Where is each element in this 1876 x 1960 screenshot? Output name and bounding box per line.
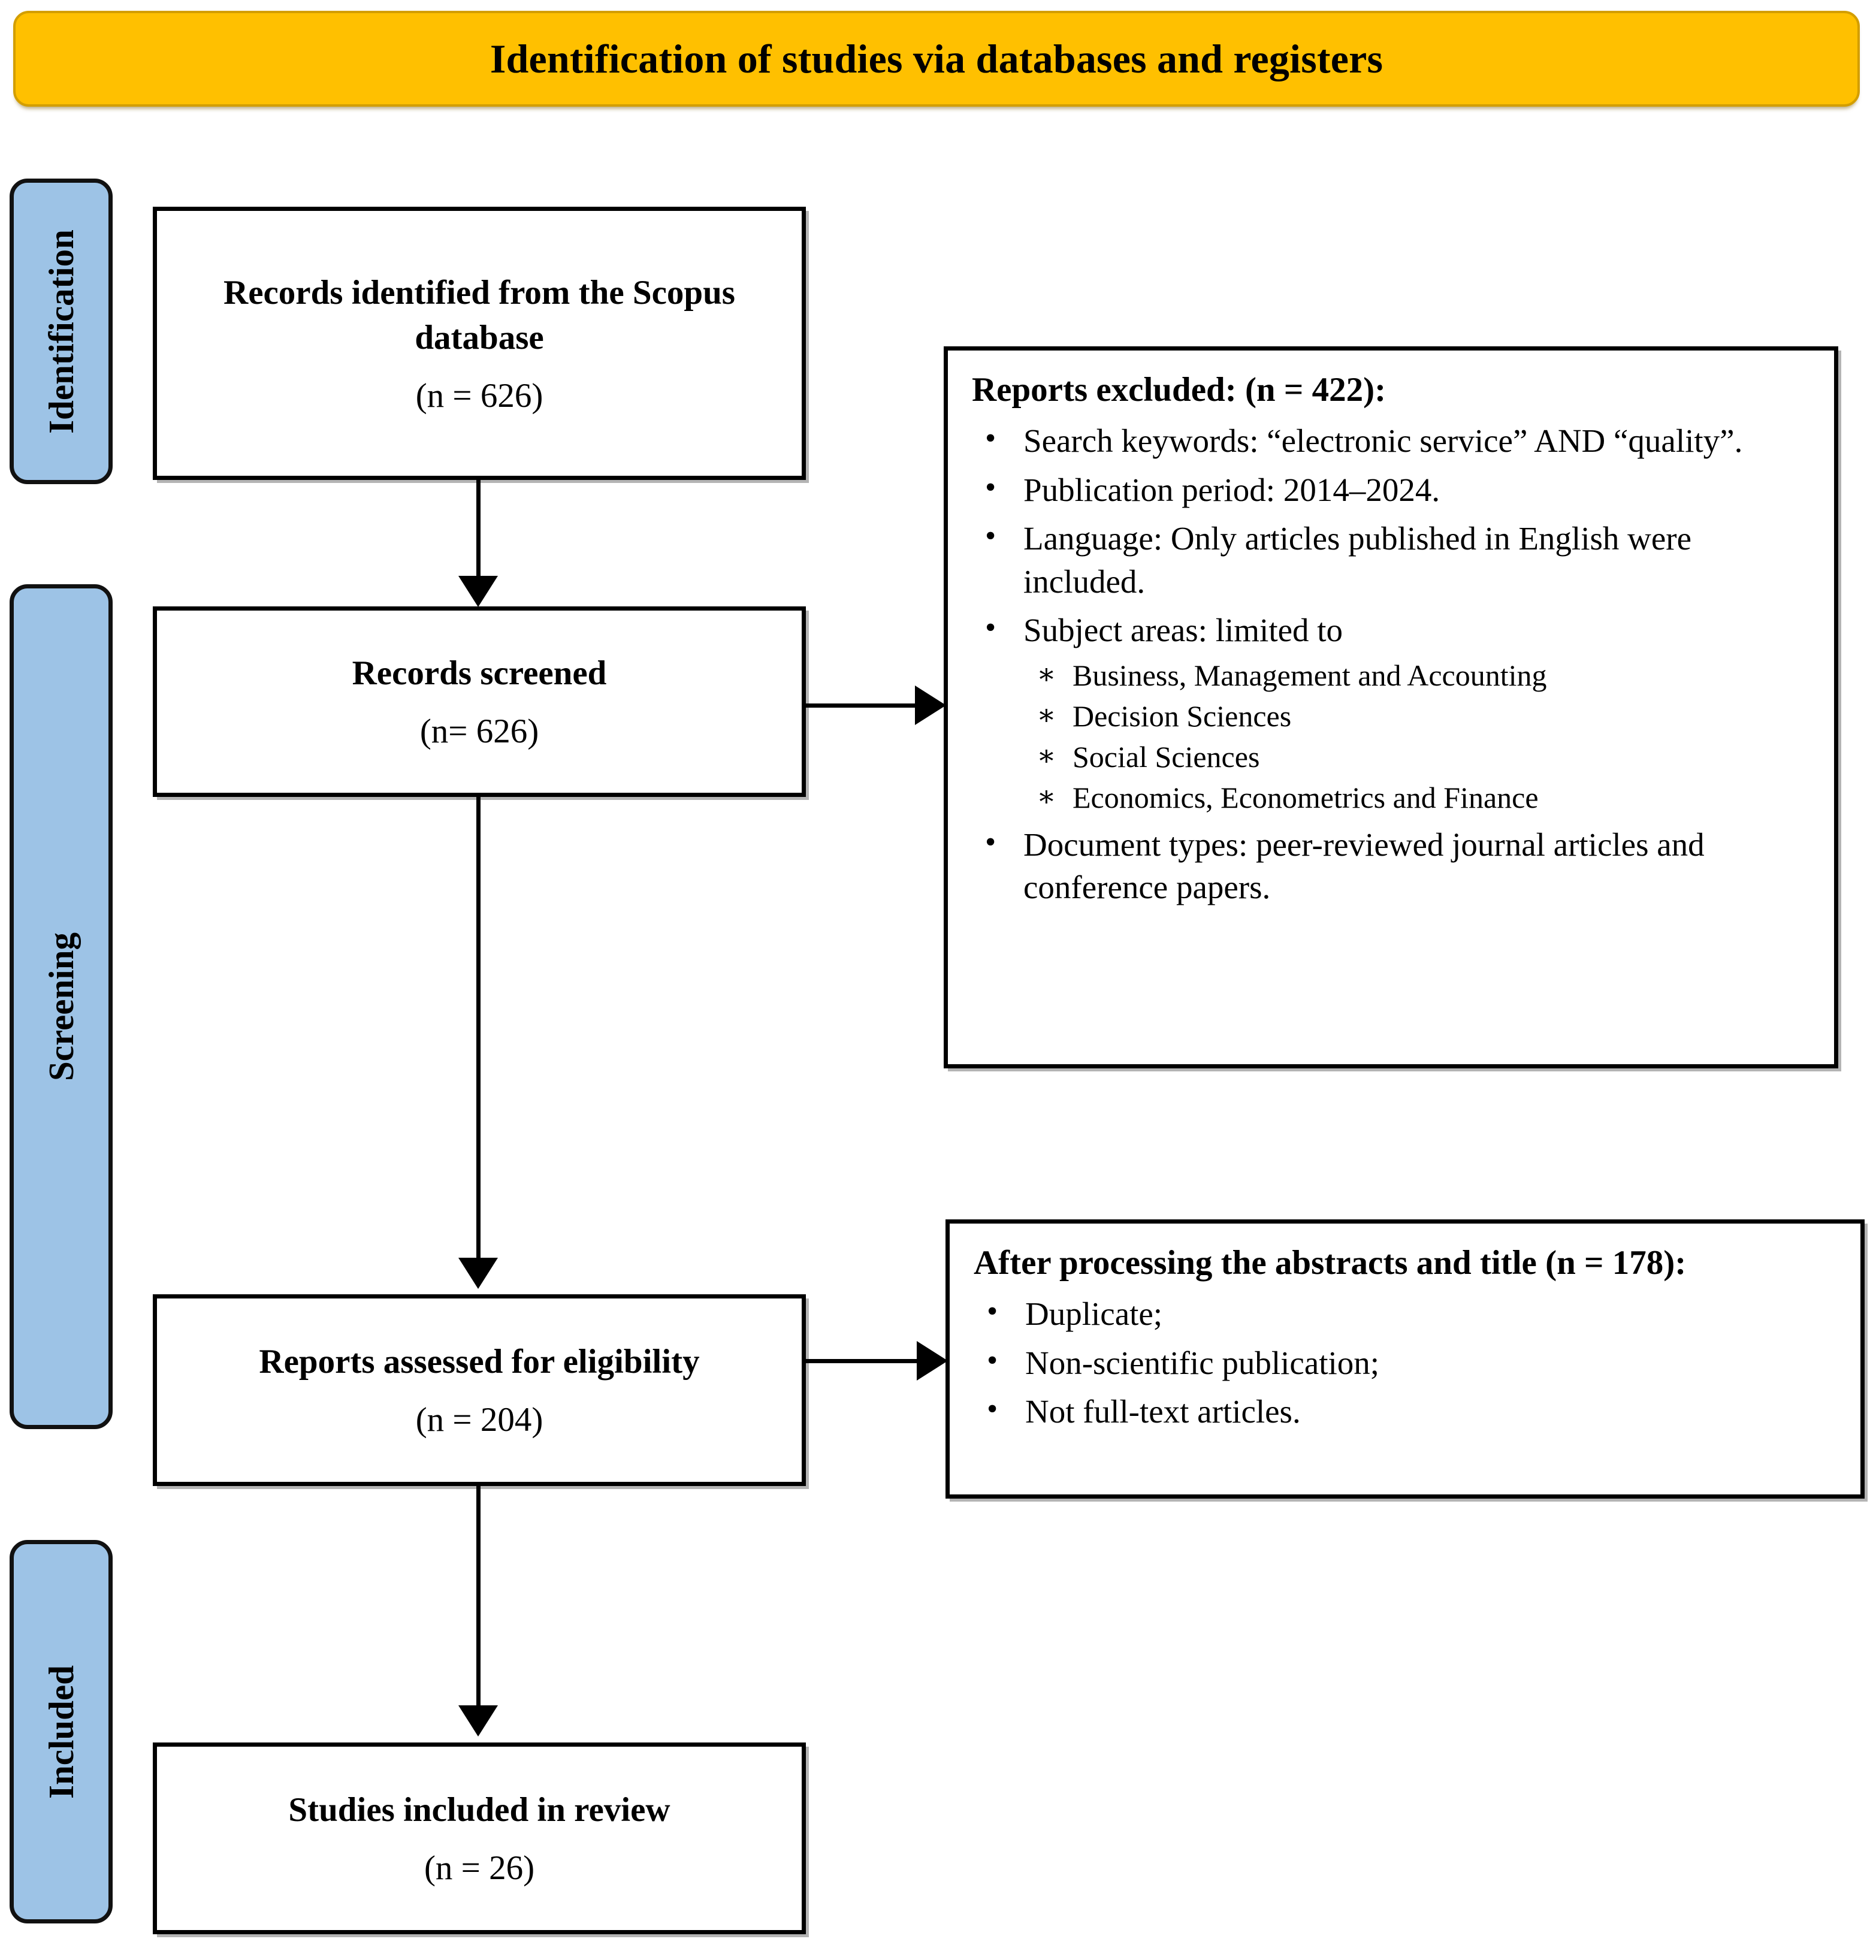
- list-item: Duplicate;: [974, 1291, 1840, 1336]
- list-item: Decision Sciences: [1023, 696, 1814, 736]
- box-reports-excluded: Reports excluded: (n = 422): Search keyw…: [944, 346, 1838, 1068]
- list-item: Publication period: 2014–2024.: [972, 467, 1814, 512]
- list-item: Document types: peer-reviewed journal ar…: [972, 822, 1814, 909]
- connector-screened-to-excluded-line: [806, 703, 926, 708]
- box-reports-assessed-eligibility-count: (n = 204): [415, 1401, 543, 1439]
- list-item: Language: Only articles published in Eng…: [972, 516, 1814, 603]
- page-title: Identification of studies via databases …: [490, 35, 1383, 81]
- box-studies-included: Studies included in review (n = 26): [153, 1742, 806, 1934]
- connector-identified-to-screened-arrow-icon: [458, 576, 498, 607]
- list-item: Economics, Econometrics and Finance: [1023, 778, 1814, 817]
- list-item: Search keywords: “electronic service” AN…: [972, 418, 1814, 463]
- stage-label-included: Included: [41, 1665, 81, 1799]
- connector-screened-to-excluded-arrow-icon: [915, 685, 946, 725]
- box-reports-excluded-list: Search keywords: “electronic service” AN…: [972, 418, 1814, 909]
- subject-areas-list: Business, Management and Accounting Deci…: [1023, 656, 1814, 817]
- box-records-screened: Records screened (n= 626): [153, 606, 806, 797]
- connector-eligibility-to-included-arrow-icon: [458, 1705, 498, 1736]
- list-item-label: Subject areas: limited to: [1023, 612, 1343, 649]
- box-after-processing: After processing the abstracts and title…: [945, 1219, 1865, 1499]
- box-records-screened-title: Records screened: [352, 654, 607, 693]
- box-records-identified: Records identified from the Scopus datab…: [153, 207, 806, 480]
- list-item: Social Sciences: [1023, 737, 1814, 777]
- box-studies-included-count: (n = 26): [424, 1849, 535, 1887]
- box-records-identified-title: Records identified from the Scopus datab…: [223, 273, 735, 357]
- box-after-processing-heading: After processing the abstracts and title…: [974, 1244, 1687, 1282]
- list-item: Business, Management and Accounting: [1023, 656, 1814, 695]
- stage-bar-included: Included: [10, 1540, 113, 1923]
- list-item: Non-scientific publication;: [974, 1340, 1840, 1385]
- stage-label-identification: Identification: [41, 229, 81, 434]
- box-records-screened-count: (n= 626): [419, 712, 539, 751]
- connector-eligibility-to-afterprocessing-arrow-icon: [917, 1341, 948, 1381]
- connector-screened-to-eligibility-arrow-icon: [458, 1258, 498, 1289]
- diagram-header-banner: Identification of studies via databases …: [13, 11, 1860, 107]
- connector-eligibility-to-included-line: [476, 1486, 481, 1710]
- list-item: Not full-text articles.: [974, 1389, 1840, 1433]
- stage-label-screening: Screening: [41, 932, 81, 1081]
- connector-screened-to-eligibility-line: [476, 797, 481, 1263]
- stage-bar-screening: Screening: [10, 584, 113, 1429]
- box-reports-assessed-eligibility-title: Reports assessed for eligibility: [259, 1343, 700, 1381]
- connector-identified-to-screened-line: [476, 480, 481, 581]
- box-after-processing-list: Duplicate; Non-scientific publication; N…: [974, 1291, 1840, 1433]
- list-item: Subject areas: limited to Business, Mana…: [972, 608, 1814, 817]
- box-reports-assessed-eligibility: Reports assessed for eligibility (n = 20…: [153, 1294, 806, 1486]
- box-records-identified-count: (n = 626): [415, 377, 543, 415]
- box-reports-excluded-heading: Reports excluded: (n = 422):: [972, 371, 1386, 409]
- connector-eligibility-to-afterprocessing-line: [806, 1359, 927, 1363]
- box-studies-included-title: Studies included in review: [288, 1791, 670, 1829]
- stage-bar-identification: Identification: [10, 179, 113, 484]
